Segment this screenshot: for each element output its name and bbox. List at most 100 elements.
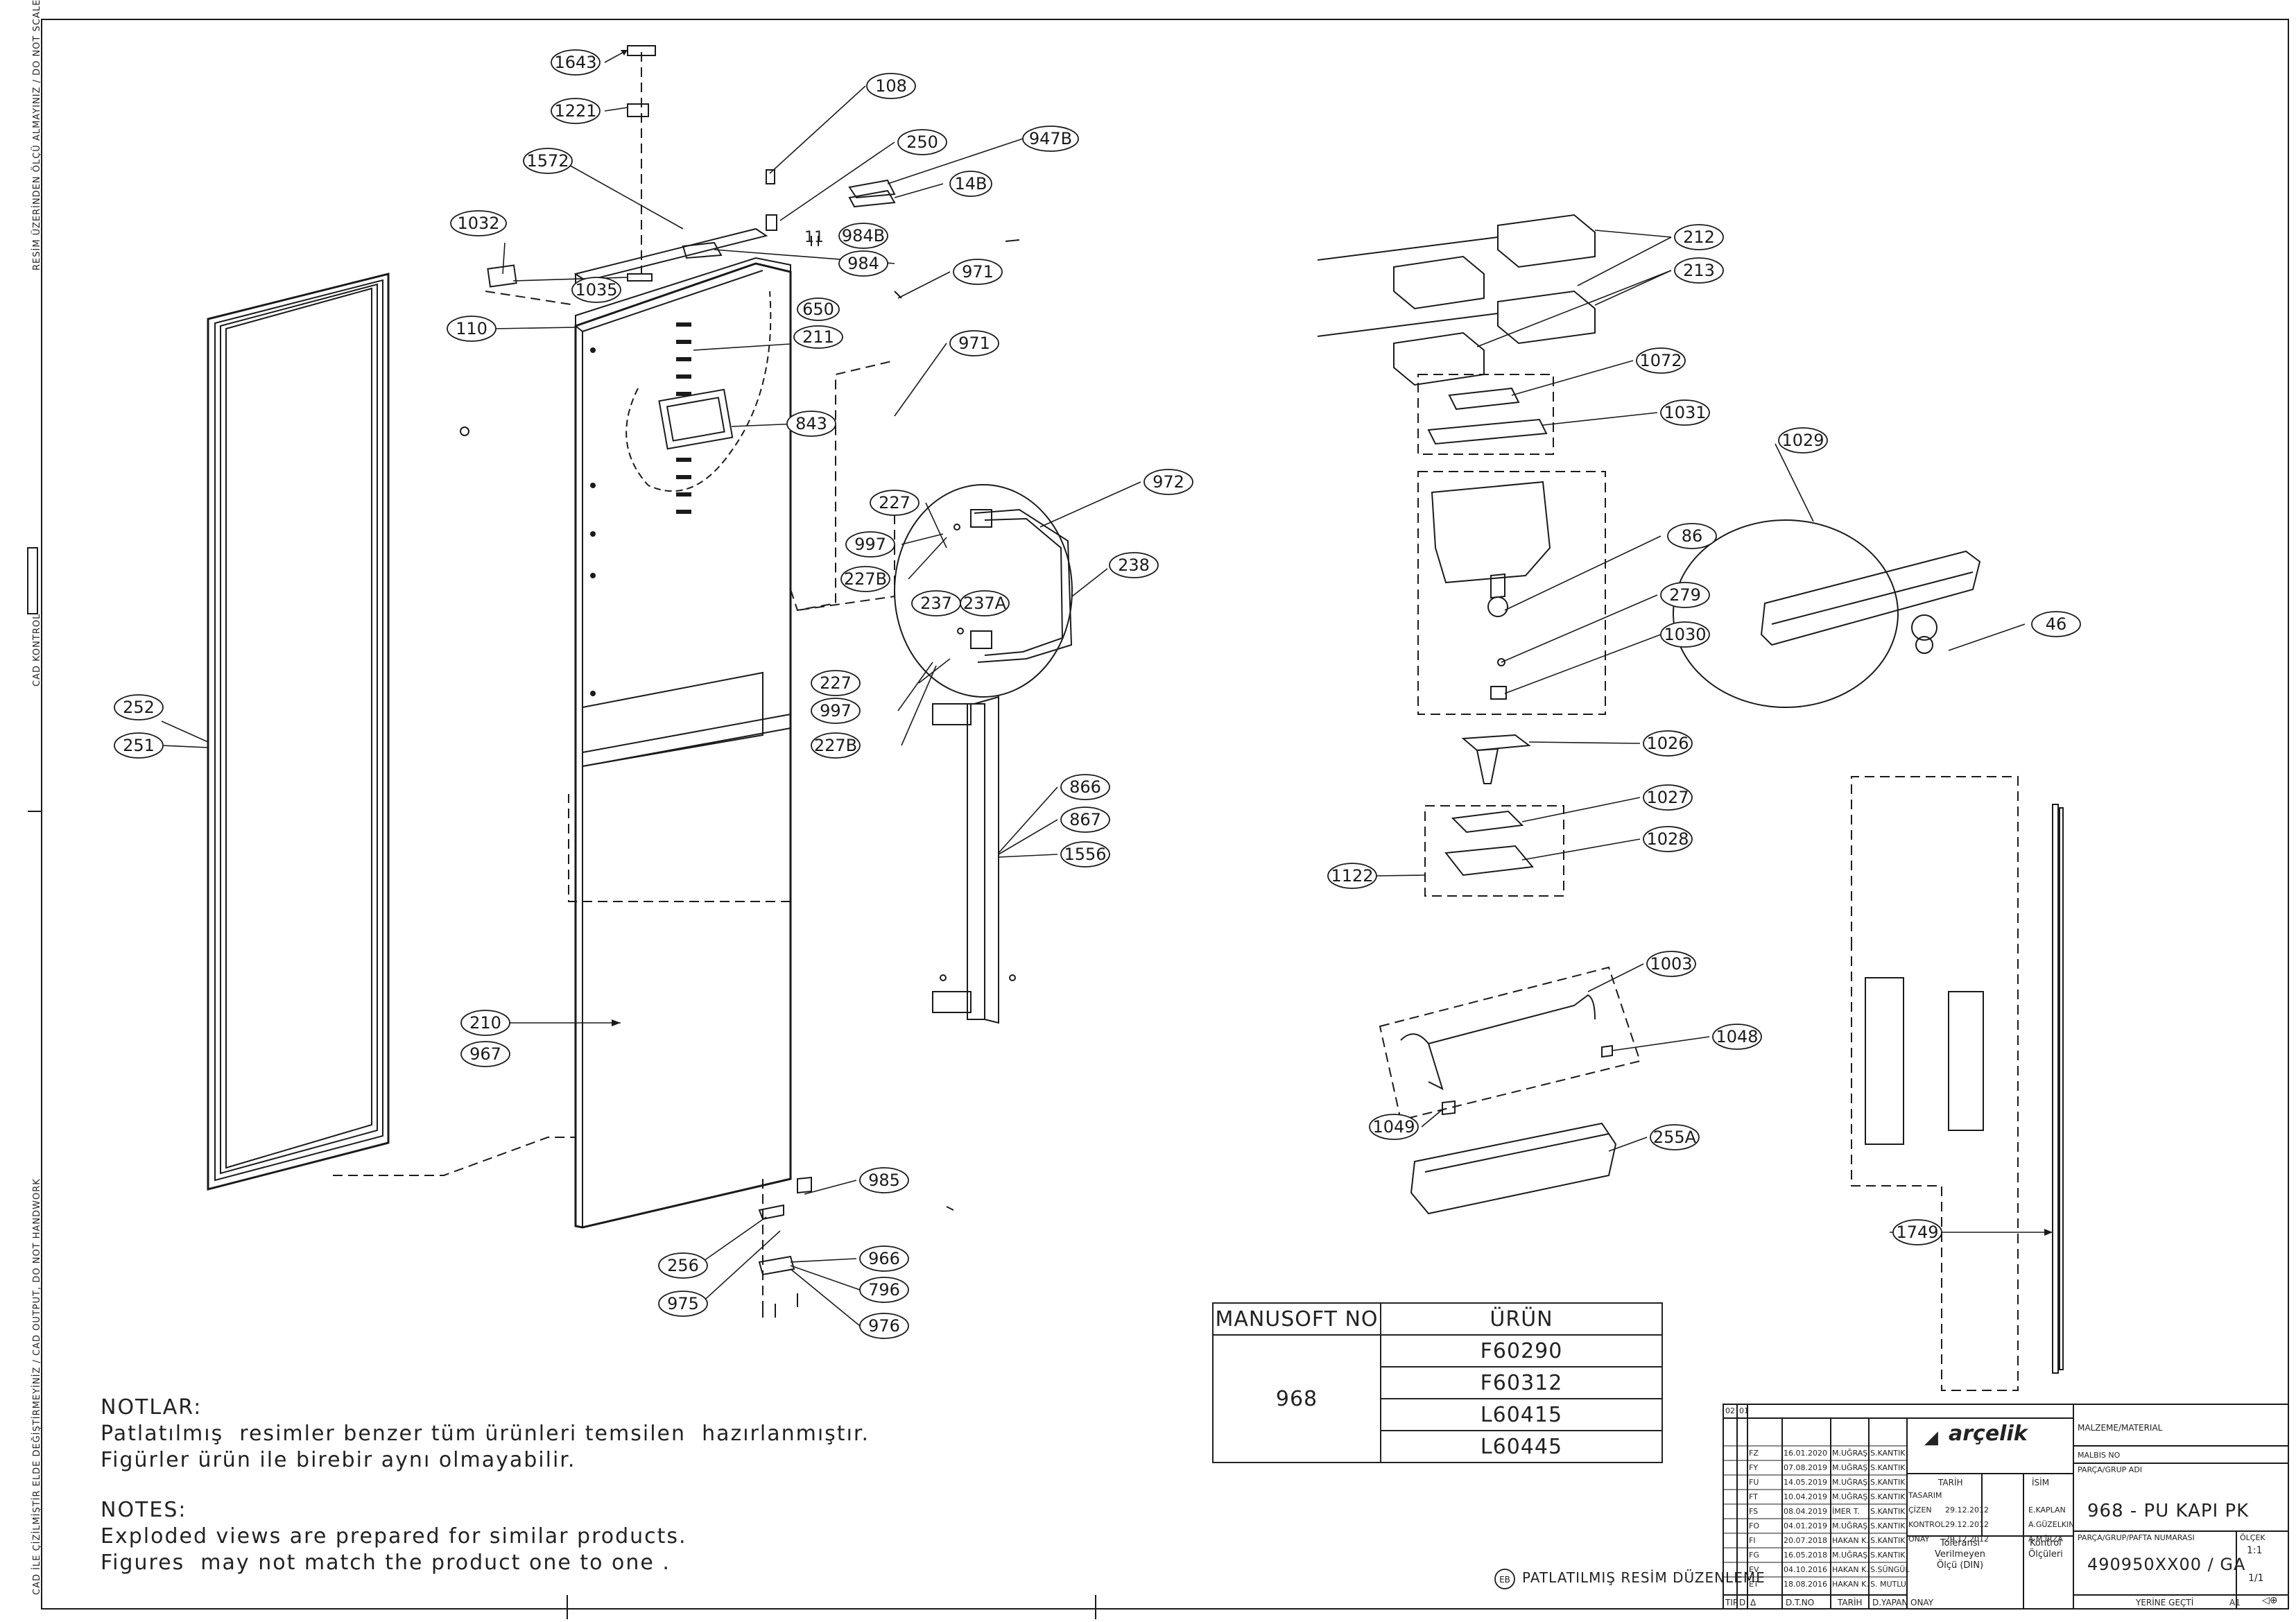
callout-label: 227B [844,569,887,589]
callout-label: 86 [1682,526,1703,546]
revision-cell: M.UĞRAŞ [1832,1478,1868,1487]
callout-bubble [1327,863,1377,889]
callout-bubble [2031,611,2081,637]
manusoft-number: 968 [1212,1334,1381,1463]
notes-title-en: NOTES: [101,1498,187,1522]
callout-label: 279 [1669,585,1701,605]
callout-label: 976 [868,1316,900,1336]
footer-col-label: D [1739,1598,1746,1607]
callout-bubble [953,259,1003,285]
role-cell: A.GÜZELKIN [2028,1520,2075,1529]
callout-label: 1027 [1646,788,1689,807]
role-cell: E.KAPLAN [2028,1505,2066,1515]
product-table: MANUSOFT NO ÜRÜN 968 F60290 F60312 L6041… [1212,1302,1663,1463]
callout-label: 1030 [1664,625,1706,644]
callout-bubble [838,223,888,249]
callout-label: 255A [1653,1128,1697,1147]
callout-967: 967 [460,1041,510,1067]
revision-cell: M.UĞRAŞ [1832,1521,1868,1530]
sheet-border [41,19,2289,1610]
product-code: F60312 [1380,1366,1663,1399]
leader-lines [161,49,2053,1327]
callout-label: 237A [963,594,1007,613]
callout-975: 975 [658,1291,708,1317]
callout-972: 972 [1143,469,1193,495]
footer-col-label: TIP [1725,1598,1738,1607]
malbis-label: MALBIS NO [2078,1451,2121,1460]
callout-bubble [114,732,164,759]
part-group-label: PARÇA/GRUP ADI [2078,1465,2143,1474]
callout-bubble [1060,806,1110,833]
product-code: F60290 [1380,1334,1663,1368]
callout-971: 971 [949,330,999,356]
callout-971: 971 [953,259,1003,285]
role-cell: ÇİZEN [1908,1505,1932,1515]
footer-col-label: D.T.NO [1786,1598,1815,1607]
callout-213: 213 [1674,257,1724,284]
callout-bubble [460,1041,510,1067]
callout-1003: 1003 [1646,951,1696,977]
callout-1122: 1122 [1327,863,1377,889]
role-cell: A.M.İRZA [2028,1535,2063,1544]
callout-label: 250 [906,132,938,152]
dispenser-assembly [1417,374,1606,897]
material-label: MALZEME/MATERIAL [2078,1423,2163,1433]
title-block-frame [1723,1404,2289,1610]
revision-cell: S.SÜNGÜL [1870,1565,1910,1574]
callout-227B: 227B [811,732,861,759]
brand-swoosh-icon: ◢ [1924,1427,1938,1448]
product-code: L60445 [1380,1430,1663,1463]
callout-256: 256 [658,1252,708,1279]
role-cell: ONAY [1908,1535,1930,1544]
role-cell: KONTROL [1908,1520,1945,1529]
callout-label: 1221 [554,101,596,121]
callout-bubble [450,210,507,236]
callout-997: 997 [845,531,895,558]
callout-label: 997 [820,701,852,721]
callout-947B: 947B [1022,126,1079,152]
callout-label: 971 [962,262,994,282]
handle-detail [894,484,1073,698]
paper-size: A1 [2229,1598,2241,1607]
role-cell: 29.12.2012 [1945,1535,1989,1544]
callout-label: 1029 [1781,431,1824,450]
callout-1221: 1221 [551,98,601,124]
callout-bubble [1667,523,1717,549]
callout-bubble [793,325,843,349]
callout-1026: 1026 [1643,730,1693,757]
tolerance-label: Toleransı Verilmeyen Ölçü (DIN) [1935,1538,1986,1571]
callout-bubble [960,590,1010,616]
callout-108: 108 [866,73,916,99]
callout-bubble [838,250,888,277]
revision-cell: S.KANTIK [1870,1492,1906,1501]
callout-110: 110 [447,316,497,342]
revision-cell: FG [1749,1551,1759,1560]
door-bin [1410,1122,1617,1215]
callout-label: 1749 [1896,1223,1938,1242]
callout-label: 971 [958,334,990,353]
revision-cell: M.UĞRAŞ [1832,1449,1868,1458]
revision-cell: S. MUTLU [1870,1580,1906,1589]
callout-bubble [1778,427,1828,454]
revision-cell: HAKAN K. [1832,1565,1869,1574]
callout-1029: 1029 [1778,427,1828,454]
callout-label: 997 [854,535,886,554]
notes-line-tr-2: Figürler ürün ile birebir aynı olmayabil… [101,1448,576,1472]
revision-note-text: PATLATILMIŞ RESİM DÜZENLEME [1522,1569,1766,1586]
door-panel [574,257,792,1229]
callout-997: 997 [811,698,861,724]
callout-227: 227 [811,670,861,696]
revision-cell: HAKAN K. [1832,1536,1869,1545]
callout-238: 238 [1109,552,1159,578]
footer-col-label: TARİH [1838,1598,1863,1607]
callout-label: 843 [795,414,827,433]
revision-cell: S.KANTIK [1870,1507,1906,1516]
callout-label: 108 [875,76,907,96]
callout-bubble [1674,224,1724,250]
callout-label: 1122 [1331,866,1373,886]
callout-976: 976 [859,1313,909,1339]
callout-label: 14B [954,174,987,193]
bottom-hinge [758,1176,954,1318]
callout-bubble [949,330,999,356]
